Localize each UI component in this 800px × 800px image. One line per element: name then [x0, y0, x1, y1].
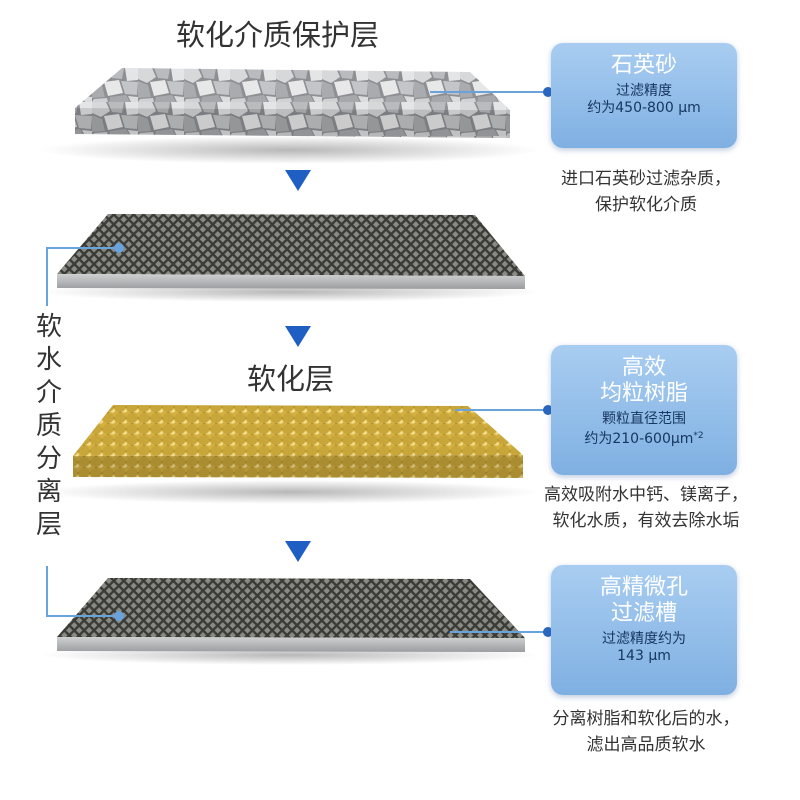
mesh-description: 分离树脂和软化后的水， 滤出高品质软水: [552, 709, 740, 755]
down-arrow-icon: [285, 326, 311, 347]
upper-mesh-slab: [40, 214, 540, 302]
connector-dot: [114, 611, 124, 621]
mesh-callout: 高精微孔 过滤槽 过滤精度约为 143 µm: [551, 565, 737, 695]
quartz-sand-slab: [40, 68, 540, 164]
connector-dot: [543, 627, 553, 637]
quartz-layer-title: 软化介质保护层: [176, 18, 380, 52]
resin-bead-slab: [40, 405, 540, 504]
side-bracket: [46, 247, 118, 617]
resin-callout: 高效 均粒树脂 颗粒直径范围 约为210-600µm*2: [551, 345, 737, 475]
resin-callout-heading-2: 均粒树脂: [599, 381, 688, 406]
quartz-callout-line2: 约为450-800 µm: [587, 100, 701, 116]
mesh-callout-heading-1: 高精微孔: [599, 575, 688, 600]
resin-description: 高效吸附水中钙、镁离子， 软化水质，有效去除水垢: [544, 485, 748, 531]
mesh-callout-line2: 143 µm: [617, 648, 671, 664]
quartz-callout-heading: 石英砂: [610, 53, 677, 78]
quartz-callout-line1: 过滤精度: [616, 83, 672, 99]
side-label: 软 水 介 质 分 离 层: [35, 312, 62, 540]
resin-footnote-mark: *2: [693, 431, 704, 441]
quartz-callout: 石英砂 过滤精度 约为450-800 µm: [551, 43, 737, 148]
resin-callout-line2: 约为210-600µm*2: [584, 431, 704, 447]
connector-dot: [543, 87, 553, 97]
mesh-callout-heading-2: 过滤槽: [610, 601, 677, 626]
resin-callout-heading-1: 高效: [621, 355, 666, 380]
connector-dot: [543, 405, 553, 415]
lower-mesh-slab: [40, 578, 540, 665]
down-arrow-icon: [285, 541, 311, 562]
connector-dot: [114, 243, 124, 253]
callout-connectors: [430, 91, 548, 633]
resin-callout-line1: 颗粒直径范围: [602, 411, 686, 427]
down-arrow-icon: [285, 170, 311, 191]
quartz-description: 进口石英砂过滤杂质， 保护软化介质: [561, 169, 731, 215]
mesh-callout-line1: 过滤精度约为: [602, 631, 686, 647]
resin-layer-title: 软化层: [247, 362, 335, 396]
